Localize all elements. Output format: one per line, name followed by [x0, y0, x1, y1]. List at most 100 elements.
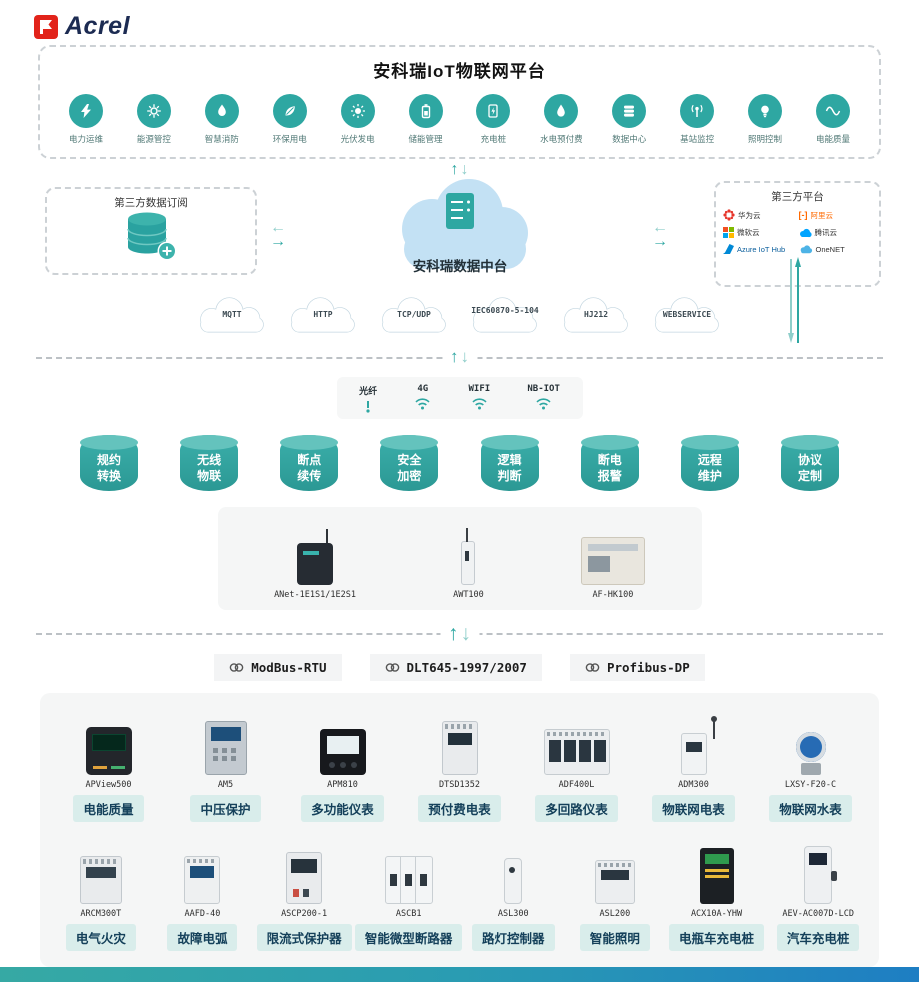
platform-logo-label: Azure IoT Hub [737, 244, 786, 254]
app-item: 储能管理 [394, 94, 458, 145]
adf400l-image [543, 711, 610, 775]
network-bar: 光纤 4G WIFI NB-IOT [336, 377, 583, 419]
onenet-cloud-icon [800, 244, 812, 253]
link-icon [385, 663, 399, 672]
updown-arrow: ↑↓ [450, 161, 469, 178]
right-box-title: 第三方平台 [771, 191, 824, 203]
link-icon [585, 663, 600, 672]
device-item: LXSY-F20-C 物联网水表 [752, 711, 869, 822]
device-category-badge: 智能微型断路器 [354, 924, 463, 951]
app-label: 水电预付费 [540, 134, 583, 144]
protocol-cloud: TCP/UDP [374, 293, 454, 335]
device-item: ADF400L 多回路仪表 [518, 711, 635, 822]
wifi-signal-icon [415, 398, 430, 410]
antenna-icon [710, 716, 717, 739]
application-layer: 安科瑞IoT物联网平台 电力运维 能源管控 智慧消防 环保用电 光伏发电 储能管… [38, 45, 881, 159]
alibaba-cloud-icon: [-] [798, 210, 808, 220]
microsoft-cloud-icon [723, 227, 734, 238]
app-item: 电力运维 [54, 94, 118, 145]
footer-bar [0, 967, 919, 982]
water-meter-image [793, 711, 829, 775]
layer-separator: ↑↓ [0, 616, 919, 652]
smart-fire-icon [204, 94, 239, 128]
gateway-model-label: ANet-1E1S1/1E2S1 [274, 590, 356, 600]
base-station-icon [680, 94, 715, 128]
device-category-badge: 多功能仪表 [301, 795, 384, 822]
app-item: 数据中心 [597, 94, 661, 145]
transport-protocols: MQTT HTTP TCP/UDP IEC60870-5-104 HJ212 W… [0, 293, 919, 335]
bus-protocol-label: Profibus-DP [606, 660, 690, 675]
device-model-label: APView500 [85, 780, 132, 790]
platform-logo-item: OneNET [799, 244, 873, 254]
data-center-icon [612, 94, 647, 128]
protocol-cloud: WEBSERVICE [647, 293, 727, 335]
device-category-badge: 预付费电表 [418, 795, 501, 822]
app-item: 环保用电 [258, 94, 322, 145]
app-item: 智慧消防 [190, 94, 254, 145]
app-item: 充电桩 [461, 94, 525, 145]
app-item: 电能质量 [801, 94, 865, 145]
am5-image [204, 711, 247, 775]
acx10a-image [699, 840, 734, 904]
device-item: ARCM300T 电气火灾 [50, 840, 152, 951]
device-item: ASL300 路灯控制器 [462, 840, 564, 951]
device-item: APM810 多功能仪表 [284, 711, 401, 822]
platform-logo-item: 微软云 [723, 227, 797, 238]
app-item: 光伏发电 [326, 94, 390, 145]
device-model-label: ADM300 [678, 780, 709, 790]
app-label: 电力运维 [68, 134, 103, 144]
device-item: ADM300 物联网电表 [635, 711, 752, 822]
network-label: NB-IOT [527, 384, 560, 394]
ascp200-image [286, 840, 323, 904]
huawei-cloud-icon [723, 209, 735, 221]
apm810-image [319, 711, 366, 775]
third-party-subscription-box: 第三方数据订阅 [45, 187, 257, 275]
field-protocols: ModBus-RTU DLT645-1997/2007 Profibus-DP [0, 654, 919, 681]
device-category-badge: 限流式保护器 [256, 924, 352, 951]
device-model-label: ADF400L [558, 780, 595, 790]
protocol-cloud: HTTP [283, 293, 363, 335]
function-label: 安全加密 [397, 453, 422, 484]
device-model-label: ARCM300T [80, 909, 122, 919]
protocol-label: HJ212 [583, 310, 609, 319]
gateway-item: AWT100 [453, 521, 484, 600]
anet-gateway-image [297, 521, 333, 585]
function-cylinder: 远程维护 [680, 435, 739, 491]
function-label: 无线物联 [197, 453, 222, 484]
leftright-arrow: ←→ [270, 219, 286, 250]
fiber-icon [366, 401, 370, 413]
device-model-label: APM810 [327, 780, 358, 790]
device-item: ACX10A-YHW 电瓶车充电桩 [666, 840, 768, 951]
cloud-outline-icon [655, 297, 719, 333]
platform-logo-label: 华为云 [738, 210, 761, 220]
aev-charger-image [804, 840, 838, 904]
app-label: 能源管控 [136, 134, 171, 144]
function-label: 逻辑判断 [497, 453, 522, 484]
link-icon [229, 663, 244, 672]
bus-protocol-label: ModBus-RTU [251, 660, 327, 675]
pv-generation-icon [340, 94, 375, 128]
device-category-badge: 汽车充电桩 [776, 924, 860, 951]
arcm300t-image [79, 840, 122, 904]
data-hub-title: 安科瑞数据中台 [412, 259, 508, 274]
gateway-item: ANet-1E1S1/1E2S1 [274, 521, 356, 600]
data-hub-cloud: 安科瑞数据中台 [374, 167, 546, 291]
function-cylinder: 无线物联 [180, 435, 239, 491]
gateway-model-label: AWT100 [453, 590, 484, 600]
platform-logo-grid: 华为云 [-] 阿里云 微软云 腾讯云 Azure IoT Hub OneNET [723, 209, 872, 254]
lighting-control-icon [748, 94, 783, 128]
dtsd1352-image [441, 711, 478, 775]
brand-name: Acrel [65, 12, 131, 40]
function-cylinder: 规约转换 [80, 435, 138, 491]
integration-layer: 第三方数据订阅 ←→ 安科瑞数据中台 ←→ 第三方平台 [0, 179, 919, 293]
network-item: WIFI [468, 384, 490, 413]
left-box-title: 第三方数据订阅 [114, 197, 188, 209]
tencent-cloud-icon [799, 228, 812, 237]
function-cylinder: 断电报警 [580, 435, 639, 491]
gateway-model-label: AF-HK100 [592, 590, 634, 600]
app-label: 智慧消防 [204, 134, 239, 144]
bus-protocol-pill: DLT645-1997/2007 [369, 654, 542, 681]
device-model-label: ASL300 [497, 909, 529, 919]
network-item: 光纤 [359, 384, 377, 413]
app-label: 充电桩 [480, 134, 507, 144]
